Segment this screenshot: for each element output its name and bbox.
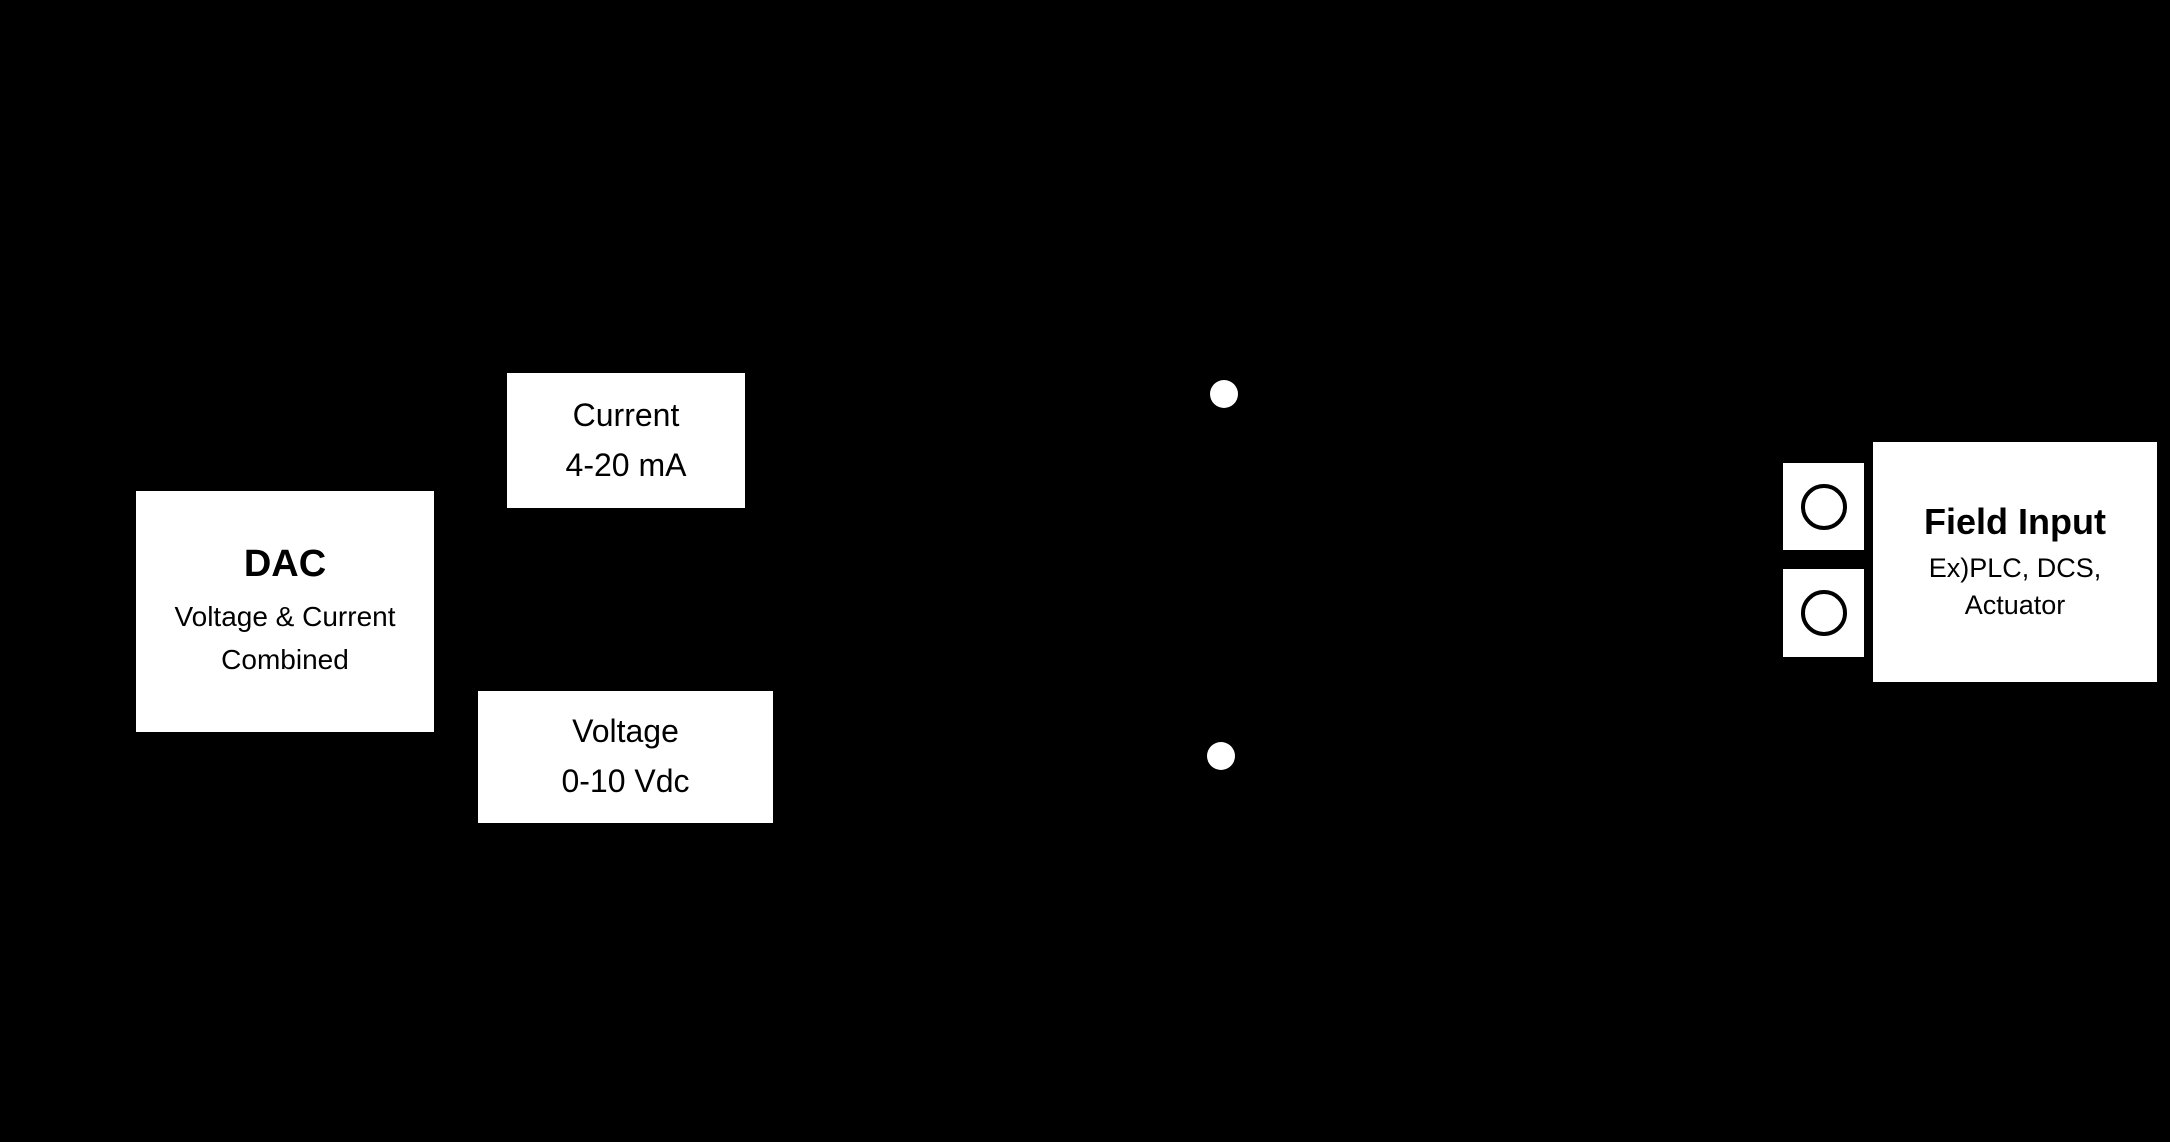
terminal-circle-icon [1800,483,1847,530]
dac-subtitle-line1: Voltage & Current [174,600,396,632]
dac-block: DAC Voltage & Current Combined [134,489,436,734]
current-range-label: 4-20 mA [565,446,687,483]
current-output-block: Current 4-20 mA [505,371,747,510]
voltage-junction-dot-icon [1207,742,1235,770]
voltage-output-block: Voltage 0-10 Vdc [476,689,775,825]
voltage-range-label: 0-10 Vdc [561,763,690,799]
voltage-label: Voltage [572,713,679,750]
field-input-title: Field Input [1924,500,2106,542]
field-input-block: Field Input Ex)PLC, DCS, Actuator [1871,440,2159,684]
field-input-subtitle-line2: Actuator [1964,590,2066,621]
terminal-port-top [1781,461,1866,552]
dac-subtitle-line2: Combined [221,644,349,676]
current-junction-dot-icon [1210,380,1238,408]
terminal-circle-icon [1800,590,1847,636]
terminal-port-bottom [1781,567,1866,659]
field-input-subtitle-line1: Ex)PLC, DCS, [1928,552,2102,583]
dac-title: DAC [243,543,327,586]
current-label: Current [572,396,680,433]
